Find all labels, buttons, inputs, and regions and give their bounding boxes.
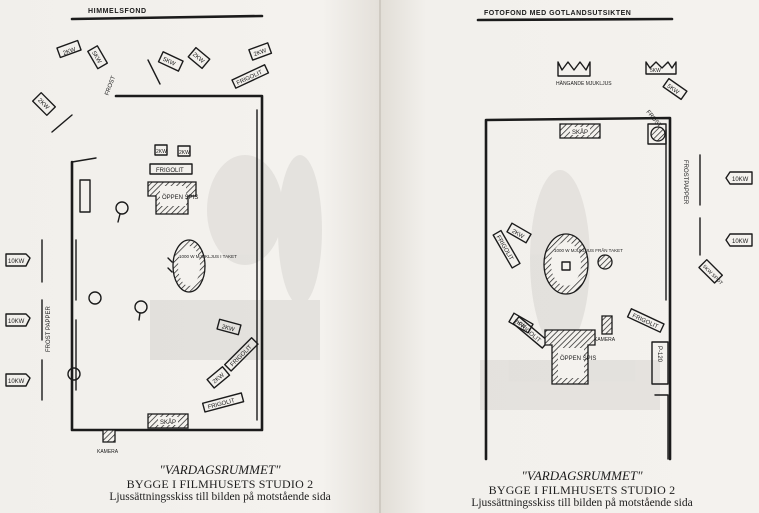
caption-right: "VARDAGSRUMMET" BYGGE I FILMHUSETS STUDI… xyxy=(471,468,692,510)
caption-right-description: Ljussättningsskiss till bilden på motstå… xyxy=(471,496,693,509)
svg-text:5KW: 5KW xyxy=(162,57,177,68)
lamp-right-2kw-a: 2KW xyxy=(216,318,242,336)
camera-left: KAMERA xyxy=(97,429,119,455)
svg-text:P-120: P-120 xyxy=(656,346,662,363)
label-frost-top: FROST xyxy=(105,75,118,96)
label-frost-papper: FROST PAPPER xyxy=(46,306,52,352)
lamp-top-2kw: 2KW xyxy=(56,39,82,59)
right-heading: FOTOFOND MED GOTLANDSUTSIKTEN xyxy=(484,10,631,17)
lamp-inner-2kw-a: 2KW xyxy=(506,222,532,244)
backdrop-line-right xyxy=(476,17,674,22)
svg-text:KAMERA: KAMERA xyxy=(97,449,119,455)
svg-text:5KW: 5KW xyxy=(90,50,102,65)
caption-left-title: "VARDAGSRUMMET" xyxy=(159,462,281,477)
svg-text:1000 W MJUKLJUS FRÅN TAKET: 1000 W MJUKLJUS FRÅN TAKET xyxy=(554,247,623,253)
svg-text:2KW: 2KW xyxy=(510,229,525,241)
ceiling-softlight-left: 1000 W MJUKLJUS I TAKET xyxy=(172,239,237,293)
svg-text:10KW: 10KW xyxy=(732,177,749,183)
svg-text:2KW: 2KW xyxy=(156,149,167,155)
right-sketch: FOTOFOND MED GOTLANDSUTSIKTEN HÄNGANDE M… xyxy=(476,10,753,461)
lamp-round-a xyxy=(115,201,129,215)
ceiling-softlight-right: 1000 W MJUKLJUS FRÅN TAKET xyxy=(543,233,623,295)
lamp-right-10kw-a: 10KW xyxy=(725,171,753,185)
side-table-left xyxy=(79,179,91,213)
caption-left-subtitle: BYGGE I FILMHUSETS STUDIO 2 xyxy=(126,476,314,491)
backdrop-line-left xyxy=(70,14,264,21)
svg-text:SKÅP: SKÅP xyxy=(572,129,588,136)
lamp-round-c xyxy=(134,300,148,314)
hanging-softlight-crown: HÄNGANDE MJUKLJUS xyxy=(556,61,612,87)
svg-text:10KW: 10KW xyxy=(8,259,25,265)
room-walls-left xyxy=(70,94,264,432)
lamp-round-b xyxy=(88,291,102,305)
cabinet-right: SKÅP xyxy=(559,123,601,139)
caption-left: "VARDAGSRUMMET" BYGGE I FILMHUSETS STUDI… xyxy=(109,462,330,504)
book-gutter xyxy=(379,0,381,513)
svg-text:SKÅP: SKÅP xyxy=(160,419,176,426)
frigolit-right-b: FRIGOLIT xyxy=(201,392,245,413)
lamp-top-5kw-b: 5KW xyxy=(157,51,184,72)
fireplace-right: ÖPPEN SPIS xyxy=(544,329,596,385)
lamp-top-2kw-right: 2KW xyxy=(187,46,211,70)
svg-text:5KW: 5KW xyxy=(650,68,661,74)
caption-right-subtitle: BYGGE I FILMHUSETS STUDIO 2 xyxy=(488,482,676,497)
label-frostpapper: FROSTPAPPER xyxy=(682,160,688,205)
svg-text:ÖPPEN SPIS: ÖPPEN SPIS xyxy=(162,194,198,201)
lamp-right-2kw-b: 2KW xyxy=(206,366,231,389)
frigolit-center: FRIGOLIT xyxy=(149,163,193,175)
svg-text:2KW: 2KW xyxy=(221,324,235,333)
lamp-right-top-5kw-b: 5KW xyxy=(662,77,688,101)
svg-text:FRIGOLIT: FRIGOLIT xyxy=(156,168,184,174)
svg-text:2KW: 2KW xyxy=(512,319,527,331)
room-walls-right xyxy=(484,116,672,461)
frigolit-top: FRIGOLIT xyxy=(231,64,270,89)
small-lamps-top: 2KW 2KW xyxy=(154,144,191,157)
lamp-top-2kw-far: 2KW xyxy=(248,42,273,61)
lamp-right-5kw-spot: 5KW SPOT xyxy=(698,258,724,287)
svg-text:2KW: 2KW xyxy=(253,48,268,58)
lamp-right-10kw-b: 10KW xyxy=(725,233,753,247)
svg-text:1000 W MJUKLJUS I TAKET: 1000 W MJUKLJUS I TAKET xyxy=(179,254,237,259)
fireplace-left: ÖPPEN SPIS xyxy=(147,181,198,215)
lamp-top-5kw: 5KW xyxy=(87,45,109,70)
lamp-corner-2kw: 2KW xyxy=(31,91,57,117)
camera-right: KAMERA xyxy=(594,315,616,343)
round-stool-right xyxy=(647,123,667,145)
svg-text:KAMERA: KAMERA xyxy=(594,337,616,343)
svg-text:10KW: 10KW xyxy=(8,379,25,385)
lamp-10kw-b: 10KW xyxy=(5,299,43,341)
lamp-round-d xyxy=(67,367,81,381)
svg-text:FRIGOLIT: FRIGOLIT xyxy=(207,398,236,411)
svg-text:2KW: 2KW xyxy=(62,47,77,57)
svg-text:HÄNGANDE MJUKLJUS: HÄNGANDE MJUKLJUS xyxy=(556,80,612,87)
lamp-10kw-c: 10KW xyxy=(5,359,43,401)
lamp-right-top-5kw: 5KW xyxy=(645,61,677,75)
svg-text:10KW: 10KW xyxy=(732,239,749,245)
left-heading: HIMMELSFOND xyxy=(88,8,147,15)
caption-left-description: Ljussättningsskiss till bilden på motstå… xyxy=(109,490,331,503)
svg-text:2KW: 2KW xyxy=(179,150,190,156)
lamp-10kw-a: 10KW xyxy=(5,239,43,283)
caption-right-title: "VARDAGSRUMMET" xyxy=(521,468,643,483)
frigolit-right-sketch-c: FRIGOLIT xyxy=(626,308,665,333)
svg-text:10KW: 10KW xyxy=(8,319,25,325)
lamp-round-right-a xyxy=(597,254,613,270)
svg-text:ÖPPEN SPIS: ÖPPEN SPIS xyxy=(560,355,596,362)
cabinet-left: SKÅP xyxy=(147,413,189,429)
svg-text:5KW SPOT: 5KW SPOT xyxy=(701,264,724,287)
panel-p120: P-120 xyxy=(651,341,669,385)
